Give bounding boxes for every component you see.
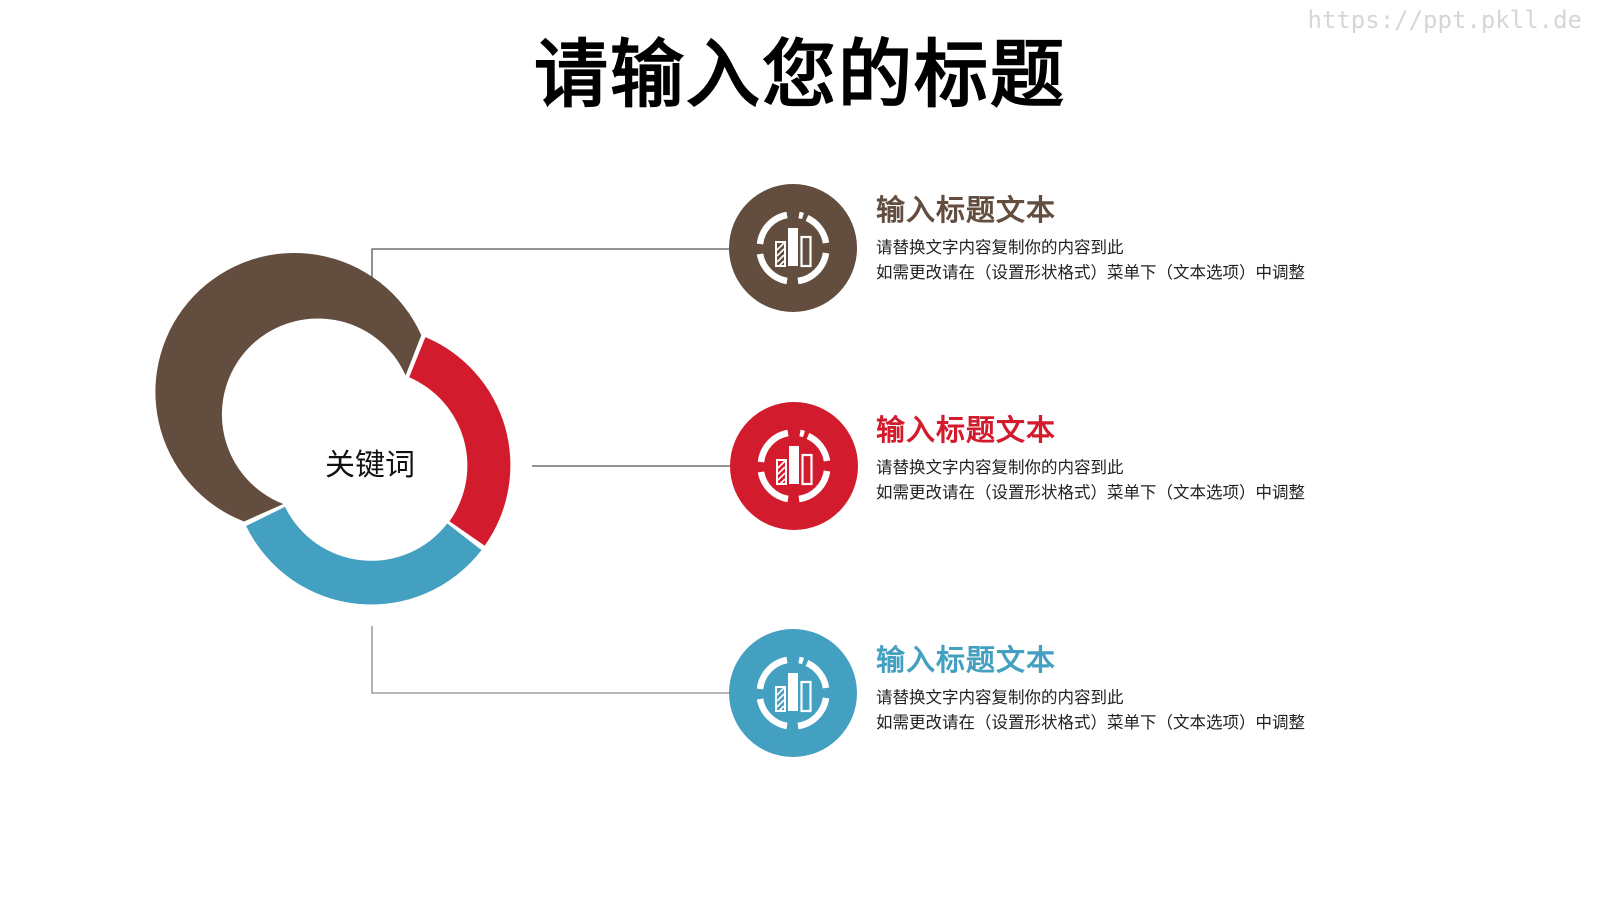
text-block-3: 输入标题文本 请替换文字内容复制你的内容到此 如需更改请在（设置形状格式）菜单下…	[876, 642, 1305, 735]
donut-segment-blue	[246, 506, 482, 605]
connector-bottom	[371, 626, 730, 694]
watermark-url: https://ppt.pkll.de	[1307, 6, 1582, 34]
donut-segment-brown	[155, 252, 422, 522]
item-line-1: 请替换文字内容复制你的内容到此	[876, 688, 1124, 707]
text-block-1: 输入标题文本 请替换文字内容复制你的内容到此 如需更改请在（设置形状格式）菜单下…	[876, 192, 1305, 285]
icon-circle-2	[730, 402, 858, 530]
icon-circle-1	[729, 184, 857, 312]
item-title: 输入标题文本	[876, 413, 1057, 447]
item-line-2: 如需更改请在（设置形状格式）菜单下（文本选项）中调整	[876, 712, 1305, 732]
item-line-2: 如需更改请在（设置形状格式）菜单下（文本选项）中调整	[876, 262, 1305, 282]
item-line-1: 请替换文字内容复制你的内容到此	[876, 458, 1124, 477]
text-block-2: 输入标题文本 请替换文字内容复制你的内容到此 如需更改请在（设置形状格式）菜单下…	[876, 412, 1305, 505]
item-title: 输入标题文本	[876, 643, 1057, 677]
item-line-2: 如需更改请在（设置形状格式）菜单下（文本选项）中调整	[876, 482, 1305, 502]
donut-segment-red	[409, 337, 511, 546]
keyword-donut	[155, 252, 511, 605]
page-title: 请输入您的标题	[534, 32, 1066, 118]
connector-top	[371, 248, 730, 308]
item-title: 输入标题文本	[876, 193, 1057, 227]
item-line-1: 请替换文字内容复制你的内容到此	[876, 238, 1124, 257]
donut-center-label: 关键词	[325, 448, 415, 483]
icon-circle-3	[729, 629, 857, 757]
